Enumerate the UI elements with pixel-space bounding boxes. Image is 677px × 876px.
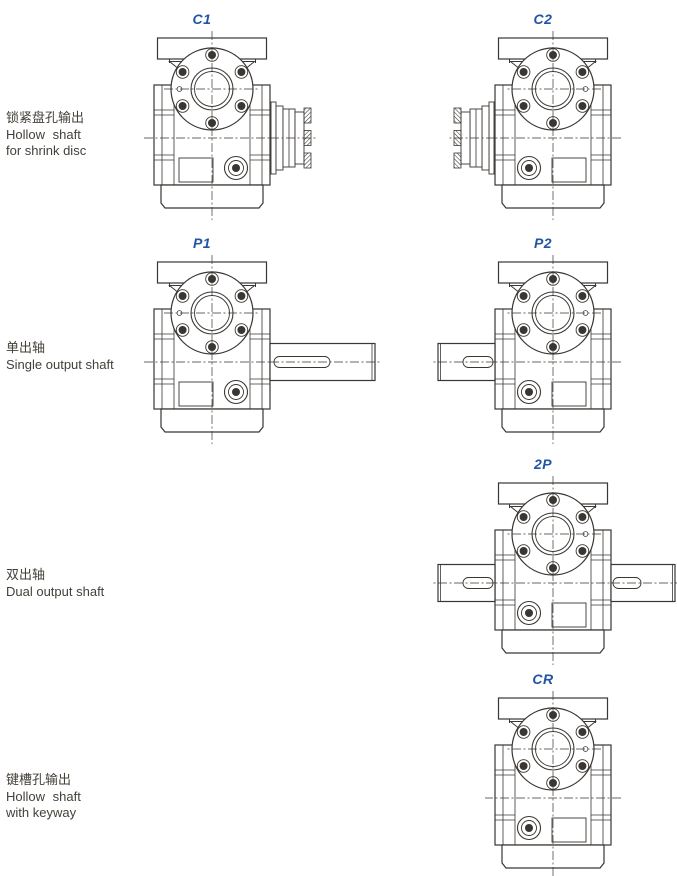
gearbox-diagram-c2 bbox=[448, 30, 622, 221]
label-zh: 双出轴 bbox=[6, 567, 46, 582]
row-label-dual-shaft: 双出轴 Dual output shaft bbox=[6, 567, 104, 600]
label-en-line: Hollow shaft bbox=[6, 126, 81, 142]
drawing-c1 bbox=[37, 28, 387, 228]
shrink-disc bbox=[448, 101, 496, 175]
gearbox-diagram-c1 bbox=[143, 30, 317, 221]
label-en-line: for shrink disc bbox=[6, 143, 87, 158]
gearbox-diagram-p1 bbox=[143, 254, 381, 445]
row-label-keyway: 键槽孔输出 Hollow shaft with keyway bbox=[6, 772, 81, 822]
gearbox-diagram-p2 bbox=[432, 254, 622, 445]
drawing-p1 bbox=[37, 252, 387, 452]
label-zh: 键槽孔输出 bbox=[6, 772, 72, 787]
output-shaft bbox=[269, 342, 381, 382]
gearbox-body bbox=[484, 254, 622, 445]
variant-title-c2: C2 bbox=[533, 11, 553, 27]
drawing-p2 bbox=[378, 252, 677, 452]
drawing-c2 bbox=[378, 28, 677, 228]
output-shaft bbox=[432, 342, 496, 382]
variant-title-p1: P1 bbox=[192, 235, 212, 251]
output-shaft-left bbox=[432, 563, 496, 603]
label-en-line: Single output shaft bbox=[6, 356, 114, 372]
drawing-cr bbox=[378, 688, 677, 876]
gearbox-body bbox=[484, 475, 622, 666]
gearbox-body bbox=[484, 690, 622, 876]
drawing-2p bbox=[378, 473, 677, 673]
label-en-line: with keyway bbox=[6, 805, 77, 820]
shrink-disc bbox=[269, 101, 317, 175]
gearbox-body bbox=[143, 254, 281, 445]
label-en-line: Hollow shaft bbox=[6, 788, 81, 804]
output-shaft-right bbox=[610, 563, 677, 603]
gearbox-body bbox=[484, 30, 622, 221]
gearbox-body bbox=[143, 30, 281, 221]
row-label-single-shaft: 单出轴 Single output shaft bbox=[6, 340, 114, 373]
gearbox-diagram-cr bbox=[484, 690, 622, 876]
variant-title-cr: CR bbox=[532, 671, 554, 687]
variant-title-c1: C1 bbox=[192, 11, 212, 27]
variant-title-2p: 2P bbox=[533, 456, 553, 472]
row-label-shrink-disc: 锁紧盘孔输出 Hollow shaft for shrink disc bbox=[6, 110, 86, 160]
gearbox-diagram-2p bbox=[432, 475, 677, 666]
label-zh: 单出轴 bbox=[6, 340, 46, 355]
label-en-line: Dual output shaft bbox=[6, 583, 105, 599]
variant-title-p2: P2 bbox=[533, 235, 553, 251]
label-zh: 锁紧盘孔输出 bbox=[6, 110, 85, 125]
